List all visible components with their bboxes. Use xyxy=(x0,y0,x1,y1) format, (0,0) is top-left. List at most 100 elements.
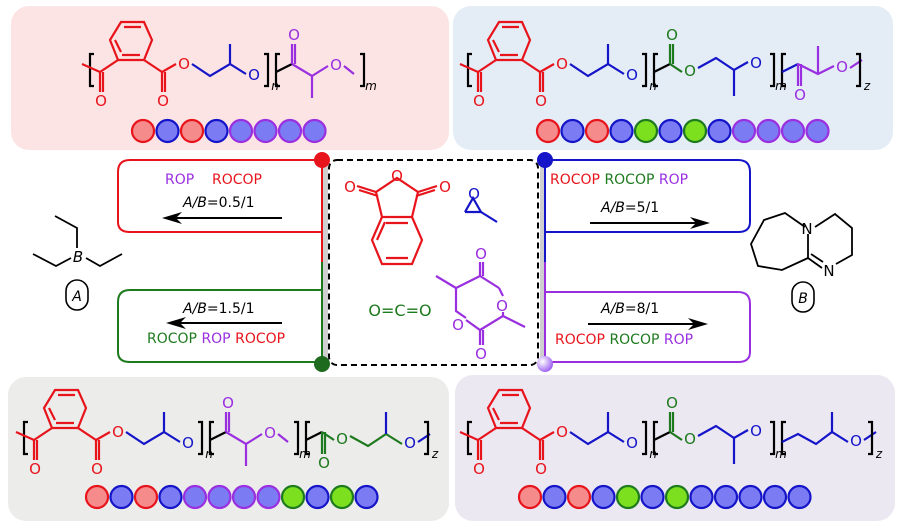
ester-oxygen: O xyxy=(556,55,568,73)
catalyst-a-structure xyxy=(32,215,123,268)
route-box-top-right xyxy=(545,159,751,233)
anhydride-oxygen-left: O xyxy=(344,178,356,196)
aromatic-bond xyxy=(48,407,56,421)
route-bottom-right-steps: ROCOP ROCOP ROP xyxy=(555,332,693,348)
bond xyxy=(321,431,335,441)
bracket-open xyxy=(22,420,28,456)
bead-blue xyxy=(762,484,788,510)
bead-blue xyxy=(560,118,585,144)
route-box-bottom-right xyxy=(545,291,751,363)
co2-label: O=C=O xyxy=(368,301,431,320)
bead-blue xyxy=(204,118,229,144)
catalyst-b-structure xyxy=(750,212,853,271)
aromatic-bond xyxy=(492,39,500,53)
bond xyxy=(161,63,177,73)
ratio-bottom-right: A/B=8/1 xyxy=(601,301,659,317)
bond xyxy=(291,63,329,78)
carbonyl-oxygen: O xyxy=(222,394,234,412)
bead-blue xyxy=(155,118,180,144)
carbonyl-oxygen: O xyxy=(535,92,547,110)
bracket-open xyxy=(304,420,310,456)
bracket-close xyxy=(642,420,648,456)
bond xyxy=(653,431,671,441)
ratio-prefix: A/B xyxy=(601,301,625,317)
bracket-close xyxy=(294,420,300,456)
bond xyxy=(697,424,749,440)
boron-atom: B xyxy=(73,248,83,266)
bead-purple xyxy=(207,484,232,510)
ratio-prefix: A/B xyxy=(183,195,207,211)
bond xyxy=(125,430,181,446)
bond xyxy=(669,63,683,73)
node-blue xyxy=(537,152,553,168)
carbonate-oxygen: O xyxy=(684,62,696,80)
bond xyxy=(459,62,479,74)
bead-purple xyxy=(231,484,257,510)
bond xyxy=(669,431,683,441)
subscript-z: z xyxy=(875,447,883,461)
step-rocop: ROCOP xyxy=(235,331,286,347)
bead-blue xyxy=(305,484,330,510)
lactide xyxy=(435,262,526,345)
carbonyl-oxygen: O xyxy=(318,454,330,472)
bead-green xyxy=(329,484,355,510)
bracket-close xyxy=(360,52,366,88)
subscript-m: m xyxy=(365,79,377,93)
epoxide-oxygen: O xyxy=(468,185,480,203)
bead-blue xyxy=(591,484,616,510)
dbu-nitrogen-2: N xyxy=(823,262,834,280)
bead-blue xyxy=(713,484,739,510)
bond xyxy=(275,63,293,73)
arrow-top-right xyxy=(590,217,710,229)
bead-green xyxy=(664,484,690,510)
bracket-open xyxy=(652,420,658,456)
bracket-close xyxy=(770,52,776,88)
phthalic-anhydride xyxy=(356,176,438,266)
bond xyxy=(539,431,555,441)
bead-red xyxy=(84,484,110,510)
carbonyl-oxygen: O xyxy=(29,460,41,478)
ether-oxygen: O xyxy=(750,54,762,72)
bond xyxy=(77,427,97,441)
catalyst-a-badge xyxy=(65,279,89,311)
bead-purple xyxy=(228,118,254,144)
lactide-ring-oxygen-left: O xyxy=(452,316,464,334)
bead-blue xyxy=(787,484,812,510)
propylene-oxide xyxy=(464,195,498,223)
bead-purple xyxy=(182,484,208,510)
lactide-oxygen-bottom: O xyxy=(475,345,487,363)
step-rop: ROP xyxy=(663,332,694,348)
bracket-open xyxy=(780,420,786,456)
bond xyxy=(277,433,289,443)
ether-oxygen: O xyxy=(404,434,416,452)
ratio-prefix: A/B xyxy=(601,200,625,216)
bead-red xyxy=(130,118,156,144)
bead-purple xyxy=(731,118,757,144)
route-box-bottom-left xyxy=(117,289,322,363)
bracket-close xyxy=(770,420,776,456)
carbonyl-oxygen: O xyxy=(473,92,485,110)
lactide-oxygen-top: O xyxy=(475,245,487,263)
bead-red xyxy=(179,118,205,144)
bracket-open xyxy=(208,420,214,456)
monomer-box xyxy=(322,159,546,366)
step-rop: ROP xyxy=(658,172,689,188)
bond xyxy=(209,431,227,441)
carbonate-oxygen: O xyxy=(684,430,696,448)
bond xyxy=(191,62,247,78)
bead-purple xyxy=(805,118,830,144)
bead-blue xyxy=(738,484,763,510)
bond xyxy=(569,430,625,446)
ether-oxygen: O xyxy=(750,422,762,440)
route-box-top-left xyxy=(117,159,322,233)
bond xyxy=(477,59,497,73)
bead-purple xyxy=(302,118,327,144)
bond xyxy=(225,431,263,446)
bead-blue xyxy=(109,484,134,510)
bond xyxy=(863,431,877,441)
bond xyxy=(781,63,799,73)
bead-blue xyxy=(354,484,379,510)
